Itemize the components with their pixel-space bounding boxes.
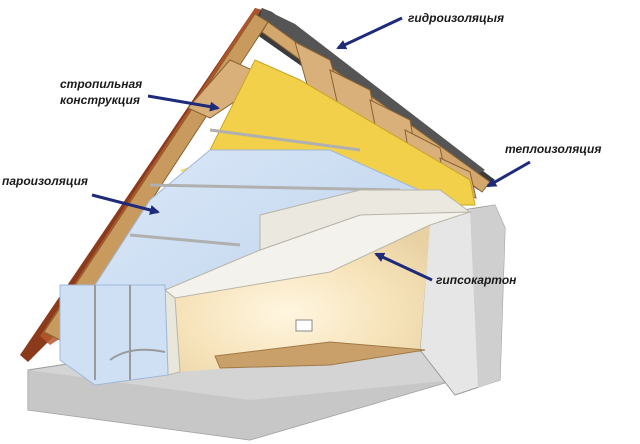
arrow-rafters	[147, 94, 220, 112]
label-drywall: гипсокартон	[436, 273, 517, 287]
arrow-insulation	[486, 160, 531, 188]
label-waterproofing: гидроизоляцыя	[408, 11, 505, 25]
label-rafters-line1: стропильная	[60, 77, 143, 91]
arrow-vapor-barrier	[91, 193, 160, 215]
arrow-drywall	[374, 252, 433, 282]
label-arrows	[91, 16, 531, 282]
power-outlet-icon	[295, 319, 313, 332]
label-rafters-line2: конструкция	[60, 93, 140, 107]
drywall-panels	[164, 189, 472, 376]
arrow-waterproofing	[336, 16, 403, 50]
knee-wall-frame	[59, 284, 169, 386]
gable-wall	[419, 204, 506, 396]
attic-room-interior	[170, 225, 430, 372]
label-rafters: стропильная конструкция	[60, 76, 142, 108]
label-insulation: теплоизоляция	[505, 142, 602, 156]
label-vapor-barrier: пароизоляция	[2, 174, 88, 188]
